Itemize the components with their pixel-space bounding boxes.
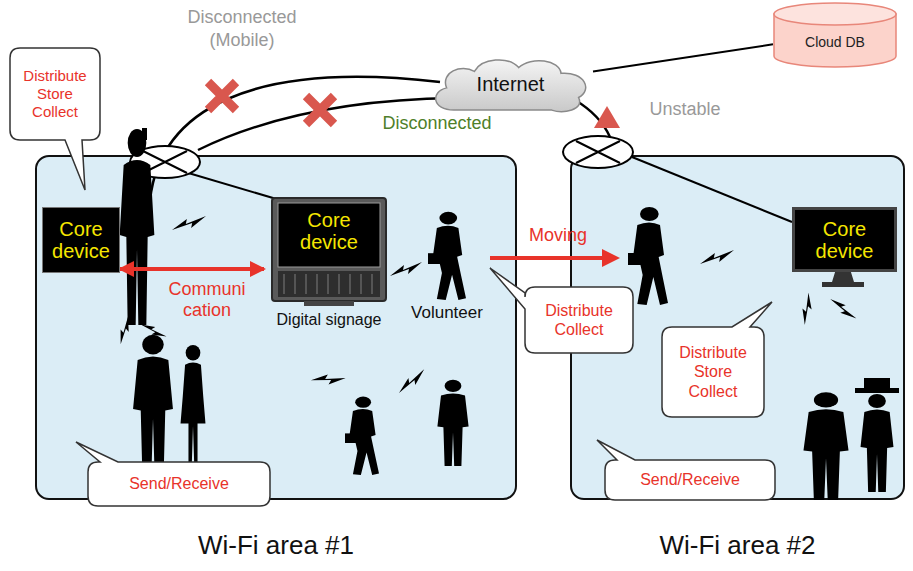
person [803,392,848,500]
edge-label-holder: Communi cation [157,279,257,320]
callout-bubble: Distribute Store Collect [662,327,764,417]
router [563,136,633,168]
mobile-link [150,77,440,200]
signage-base [304,301,354,306]
callout-bubble: Distribute Store Collect [10,48,100,140]
wireless-bolt [700,250,734,264]
person [133,335,173,472]
person [437,380,468,466]
node-text: Core device [47,218,115,262]
wireless-bolt [830,293,856,326]
node-caption: Digital signage [277,311,382,329]
node-text: Core device [799,218,890,262]
bubble-outline [525,287,633,353]
monitor-stand [822,269,864,287]
speaker-grill [316,274,318,294]
speaker-grill [305,274,307,294]
wireless-bolt [111,317,137,345]
cloud-shape [436,60,586,112]
node-text: Distribute Collect [531,301,627,339]
internet-cloud: Internet [428,55,593,113]
wireless-bolt [141,317,167,345]
disconnect-mark [208,82,236,110]
database-cylinder: Cloud DB [773,2,897,68]
wireless-bolt [311,367,346,391]
moving-arrowhead [602,249,620,267]
speaker-grill [360,274,362,294]
core-device: Core device [792,207,897,272]
label-holder: Disconnected [372,112,502,135]
bubble-shape [662,302,772,417]
annotation-label: Volunteer [402,302,492,324]
node-text: Internet [477,73,545,96]
bubble-shape [76,442,270,506]
node-text: Send/Receive [640,470,740,489]
wireless-bolt [172,216,206,230]
callout-bubble: Distribute Collect [525,287,633,353]
person [861,394,894,492]
node-text: Send/Receive [129,474,229,493]
label-holder: Volunteer [402,302,492,324]
person [345,397,379,475]
disconnect-mark [306,96,334,124]
connector-line [593,44,773,71]
person [120,129,155,325]
annotation-label: Unstable [640,98,730,121]
speaker-grill [371,274,373,294]
wireless-bolt [390,262,422,276]
annotation-label: Moving [518,224,598,247]
core-device: Core device [42,207,120,273]
digital-signage: Core deviceDigital signage [264,197,394,329]
signage-speaker [278,271,380,297]
person [181,345,206,462]
area-title: Wi-Fi area #1 [37,530,515,561]
wireless-bolt [394,369,429,393]
annotation-label: Disconnected [372,112,502,135]
db-top [774,3,896,25]
bubble-shape [597,440,775,500]
communication-arrow [120,267,264,271]
label-holder: Unstable [640,98,730,121]
signage-screen [278,203,380,267]
callout-bubble: Send/Receive [605,460,775,500]
speaker-grill [283,274,285,294]
person [628,207,668,305]
signage-body [272,198,386,301]
speaker-grill [294,274,296,294]
hat [864,378,890,390]
speaker-grill [327,274,329,294]
node-text: Distribute Store Collect [668,343,758,401]
volunteer [428,212,466,300]
phone [142,128,147,140]
node-text: Core device [279,209,379,253]
label-holder: Moving [518,224,598,247]
speaker-grill [338,274,340,294]
unstable-mark [594,106,620,128]
node-text: Cloud DB [805,34,865,50]
label-holder: Disconnected (Mobile) [177,6,307,53]
node-text: Distribute Store Collect [16,67,94,121]
annotation-label: Disconnected (Mobile) [177,6,307,53]
edge-label: Communi cation [157,279,257,320]
wireless-bolt [793,293,819,326]
moving-arrow [490,256,604,260]
wired-link [185,172,290,203]
speaker-grill [349,274,351,294]
callout-bubble: Send/Receive [88,462,270,506]
area-title: Wi-Fi area #2 [572,530,903,561]
